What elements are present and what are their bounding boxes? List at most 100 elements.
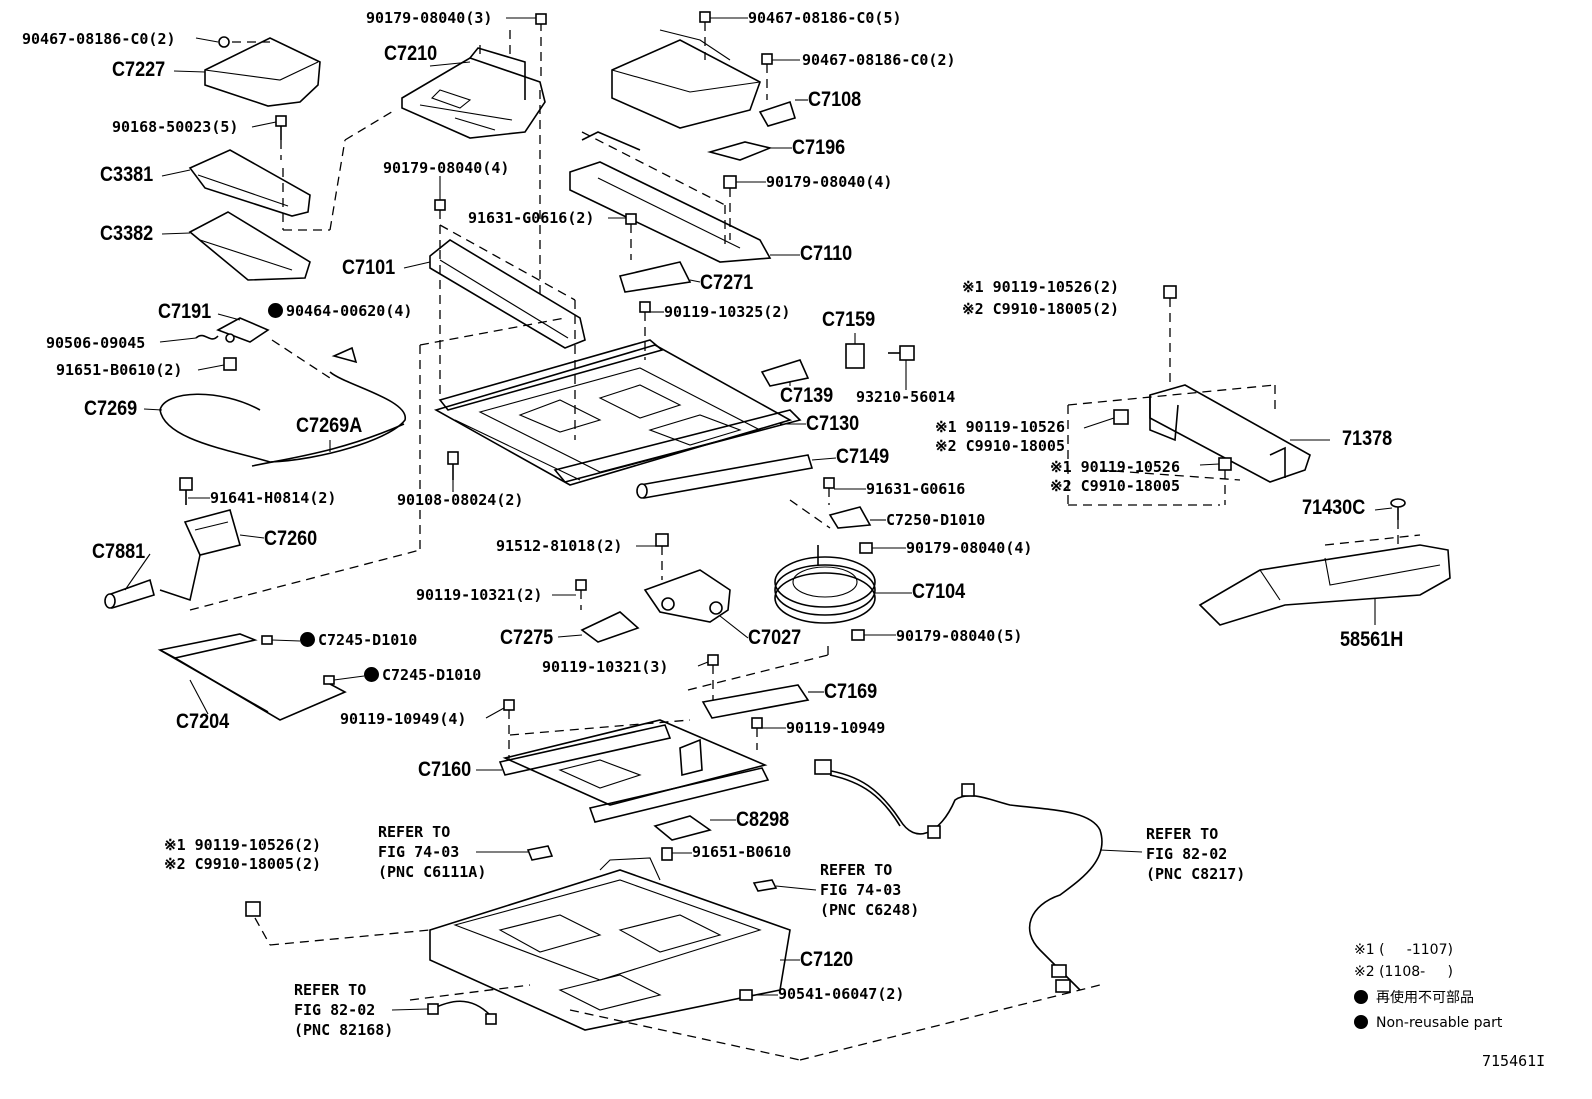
- label-91641-h0814: 91641-H0814(2): [210, 489, 337, 507]
- label-90119-10949-4: 90119-10949(4): [340, 710, 467, 728]
- figure-id: 715461I: [1482, 1052, 1546, 1070]
- non-reusable-dot: [364, 667, 379, 682]
- label-c7120: C7120: [800, 948, 854, 971]
- note-r4b: ※2 C9910-18005(2): [164, 855, 322, 873]
- part-c7191-lever: [216, 317, 270, 343]
- label-c7260: C7260: [264, 527, 318, 550]
- part-c7271-bracket: [618, 261, 692, 293]
- legend-range-2: ※2 (1108- ): [1354, 964, 1453, 980]
- label-c7191: C7191: [158, 300, 212, 323]
- label-c7104: C7104: [912, 580, 966, 603]
- label-91651-b0610: 91651-B0610: [692, 843, 792, 861]
- legend-nonreusable-jp: 再使用不可部品: [1354, 988, 1474, 1008]
- part-c7196-plate: [706, 141, 773, 161]
- non-reusable-dot: [268, 303, 283, 318]
- part-c7269-cable: [159, 371, 406, 467]
- note-r1a: ※1 90119-10526(2): [962, 278, 1120, 296]
- label-71430c: 71430C: [1302, 496, 1366, 519]
- legend-nonreusable-en: Non-reusable part: [1354, 1013, 1502, 1033]
- leader-lines: [124, 17, 1393, 1011]
- label-c7108: C7108: [808, 88, 862, 111]
- part-c7101-bracket: [429, 239, 586, 349]
- label-c7101: C7101: [342, 256, 396, 279]
- part-c7210-bracket: [401, 47, 546, 139]
- label-90179-08040-5: 90179-08040(5): [896, 627, 1023, 645]
- label-c7204: C7204: [176, 710, 230, 733]
- label-91631-g0616: 91631-G0616: [866, 480, 966, 498]
- label-90119-10949: 90119-10949: [786, 719, 886, 737]
- part-c7149-tube: [636, 454, 814, 499]
- label-c7269a: C7269A: [296, 414, 363, 437]
- harness-c8217: [814, 759, 1103, 993]
- bolt-90168: [275, 115, 287, 160]
- label-90467-08186-c0-2b: 90467-08186-C0(2): [802, 51, 956, 69]
- note-r4a: ※1 90119-10526(2): [164, 836, 322, 854]
- label-c3381: C3381: [100, 163, 154, 186]
- non-reusable-dot: [300, 632, 315, 647]
- label-91651-b0610-2: 91651-B0610(2): [56, 361, 183, 379]
- part-58561h-cover: [1198, 544, 1451, 626]
- note-r3b: ※2 C9910-18005: [1050, 477, 1180, 495]
- label-90168-50023: 90168-50023(5): [112, 118, 239, 136]
- label-90108-08024: 90108-08024(2): [397, 491, 524, 509]
- label-90119-10325: 90119-10325(2): [664, 303, 791, 321]
- label-58561h: 58561H: [1340, 628, 1404, 651]
- label-c7139: C7139: [780, 384, 834, 407]
- label-90179-08040-4c: 90179-08040(4): [906, 539, 1033, 557]
- part-c7881-knob: [104, 578, 155, 610]
- label-c7149: C7149: [836, 445, 890, 468]
- label-90541-06047: 90541-06047(2): [778, 985, 905, 1003]
- note-r1b: ※2 C9910-18005(2): [962, 300, 1120, 318]
- label-90119-10321-3: 90119-10321(3): [542, 658, 669, 676]
- label-90467-08186-c0-2a: 90467-08186-C0(2): [22, 30, 176, 48]
- label-90179-08040-4b: 90179-08040(4): [766, 173, 893, 191]
- part-c7260-bracket: [159, 477, 241, 602]
- note-r2a: ※1 90119-10526: [935, 418, 1065, 436]
- clip-c6111a: [526, 845, 554, 861]
- label-90179-08040-3: 90179-08040(3): [366, 9, 493, 27]
- part-c7139-bracket: [760, 359, 810, 387]
- note-r2b: ※2 C9910-18005: [935, 437, 1065, 455]
- part-c7110-bracket: [569, 131, 772, 263]
- legend-range-1: ※1 ( -1107): [1354, 942, 1453, 958]
- part-c7169-rail: [701, 684, 810, 719]
- part-c7159-connector: [845, 343, 865, 369]
- part-c7108-cover: [611, 29, 797, 129]
- note-r3a: ※1 90119-10526: [1050, 458, 1180, 476]
- label-c7227: C7227: [112, 58, 166, 81]
- label-90119-10321-2: 90119-10321(2): [416, 586, 543, 604]
- label-c7159: C7159: [822, 308, 876, 331]
- bolt-90541: [739, 989, 753, 1001]
- label-c7269: C7269: [84, 397, 138, 420]
- label-c3382: C3382: [100, 222, 154, 245]
- non-reusable-dot: [1354, 990, 1368, 1004]
- label-c7275: C7275: [500, 626, 554, 649]
- label-71378: 71378: [1342, 427, 1393, 450]
- non-reusable-dot: [1354, 1015, 1368, 1029]
- part-71378-bracket: [1149, 384, 1311, 483]
- label-91631-g0616-2: 91631-G0616(2): [468, 209, 595, 227]
- label-c7250-d1010: C7250-D1010: [886, 511, 986, 529]
- part-c7250-bracket: [828, 506, 872, 529]
- part-c7130-seat-track-frame: [433, 339, 802, 486]
- part-c8298-bracket: [653, 815, 712, 841]
- part-93210-screw: [888, 345, 915, 361]
- harness-82168: [427, 1000, 497, 1025]
- bolt-90119-10526-mid: [1113, 409, 1129, 425]
- label-c7169: C7169: [824, 680, 878, 703]
- label-c7196: C7196: [792, 136, 846, 159]
- label-c8298: C8298: [736, 808, 790, 831]
- part-c7120-floor-pan: [429, 857, 791, 1031]
- label-c7271: C7271: [700, 271, 754, 294]
- label-c7245-d1010-b: C7245-D1010: [364, 666, 481, 684]
- part-c3382-armrest-base: [188, 211, 311, 281]
- part-71430c-clip: [1390, 498, 1406, 545]
- part-c7275-bracket: [580, 611, 640, 643]
- label-90464-00620: 90464-00620(4): [268, 302, 412, 320]
- label-93210-56014: 93210-56014: [856, 388, 956, 406]
